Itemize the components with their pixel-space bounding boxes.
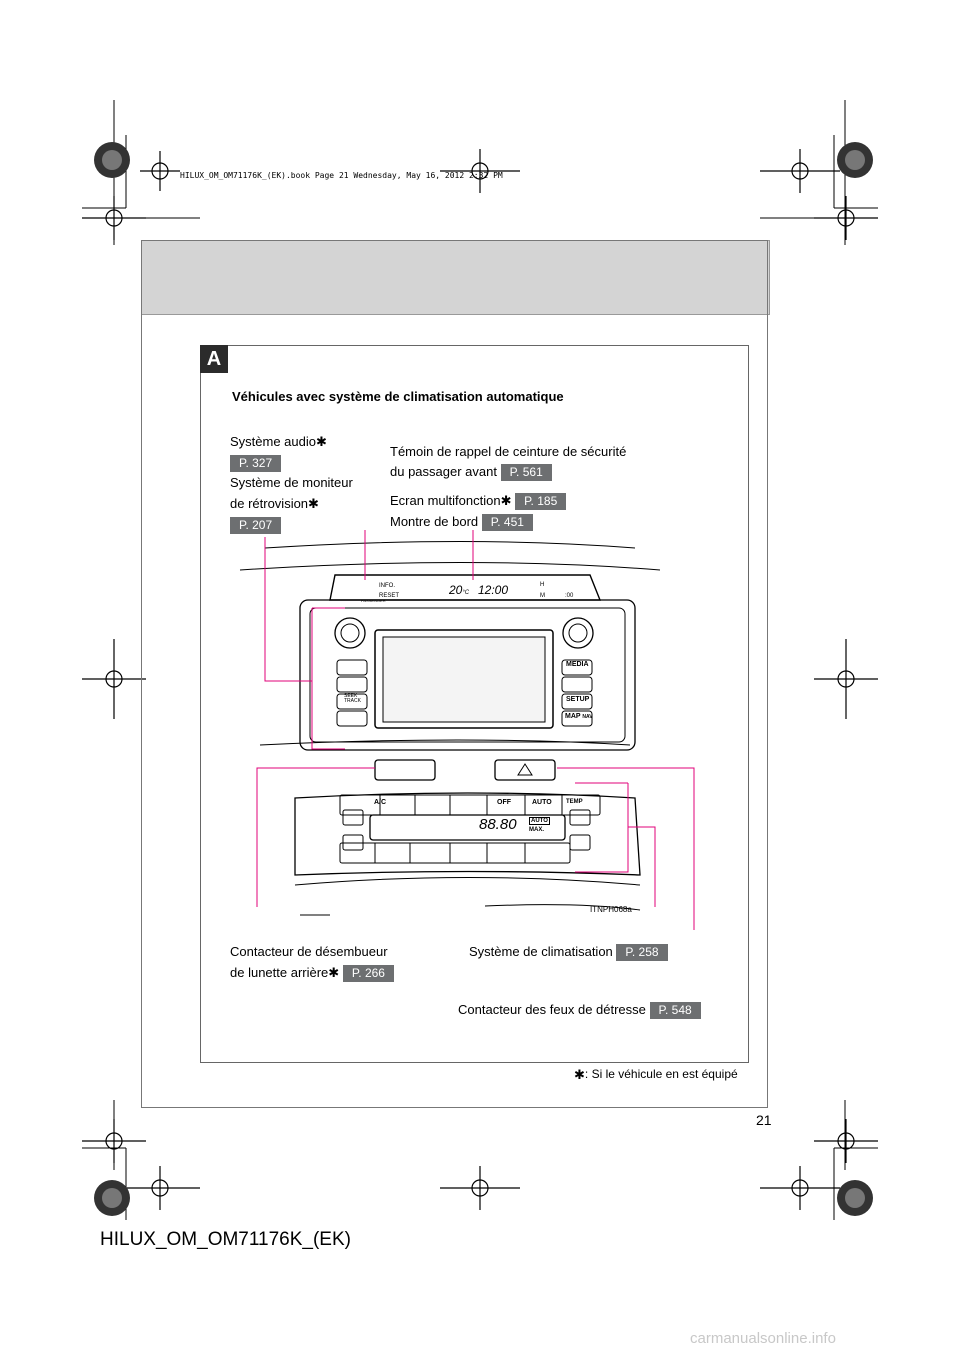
temp-display: 20°C <box>449 583 470 597</box>
section-box <box>200 345 749 1063</box>
section-heading: Véhicules avec système de climatisation … <box>232 389 564 404</box>
climate-display: 88.80 <box>479 816 517 833</box>
asterisk-icon: ✱ <box>500 493 512 508</box>
dashboard-illustration <box>239 530 695 930</box>
map-button[interactable]: MAP NAV <box>565 713 593 720</box>
callout-climate: Système de climatisation P. 258 <box>469 944 668 961</box>
callout-seatbelt: du passager avant P. 561 <box>390 464 552 481</box>
clock-display: 12:00 <box>478 583 509 597</box>
callout-hazard: Contacteur des feux de détresse P. 548 <box>458 1002 701 1019</box>
hazard-ref[interactable]: P. 548 <box>649 1002 701 1019</box>
asterisk-icon: ✱ <box>328 965 340 980</box>
section-letter: A <box>200 345 228 373</box>
climate-ref[interactable]: P. 258 <box>616 944 668 961</box>
ac-button[interactable]: A/C <box>374 799 387 806</box>
multi-display-ref[interactable]: P. 185 <box>515 493 567 510</box>
callout-defogger: de lunette arrière✱ P. 266 <box>230 965 394 982</box>
auto-button[interactable]: AUTO <box>532 799 552 806</box>
h-label: H <box>540 582 545 588</box>
reset-label: RESET <box>379 593 400 599</box>
hazard-label: Contacteur des feux de détresse <box>458 1002 646 1017</box>
callout-audio: Système audio✱ <box>230 434 327 450</box>
asterisk-icon: ✱ <box>308 496 319 511</box>
rearview-ref[interactable]: P. 207 <box>230 516 282 534</box>
rearview-label-1: Système de moniteur <box>230 475 353 490</box>
audio-label: Système audio <box>230 434 316 449</box>
defogger-label-1: Contacteur de désembueur <box>230 944 388 959</box>
defogger-label-2: de lunette arrière <box>230 965 329 980</box>
climate-label: Système de climatisation <box>469 944 613 959</box>
odo-label: :00 <box>565 593 574 599</box>
page-frame <box>141 240 768 1108</box>
auto-indicator: AUTO <box>529 817 550 825</box>
max-indicator: MAX. <box>529 827 544 833</box>
clock-ref[interactable]: P. 451 <box>481 514 533 531</box>
callout-clock: Montre de bord P. 451 <box>390 514 533 531</box>
multi-display-label: Ecran multifonction <box>390 493 501 508</box>
media-button[interactable]: MEDIA <box>566 661 589 668</box>
setup-button[interactable]: SETUP <box>566 696 590 703</box>
page-number: 21 <box>756 1112 772 1128</box>
passenger-label: PASSENGER <box>361 598 386 603</box>
m-label: M <box>540 593 545 599</box>
defogger-ref[interactable]: P. 266 <box>342 965 394 982</box>
seek-track-button[interactable]: SEEK TRACK <box>344 693 361 704</box>
rearview-label-2: de rétrovision <box>230 496 309 511</box>
seatbelt-label-1: Témoin de rappel de ceinture de sécurité <box>390 444 627 459</box>
audio-ref[interactable]: P. 327 <box>230 454 282 472</box>
callout-multi-display: Ecran multifonction✱ P. 185 <box>390 493 567 510</box>
asterisk-icon: ✱ <box>574 1067 585 1082</box>
clock-label: Montre de bord <box>390 514 479 529</box>
header-band <box>141 240 770 315</box>
illustration-code: ITNPH068a <box>590 905 632 914</box>
seatbelt-label-2: du passager avant <box>390 464 497 479</box>
temp-button[interactable]: TEMP <box>566 799 583 805</box>
fan-off-button[interactable]: OFF <box>497 799 511 806</box>
file-stamp: HILUX_OM_OM71176K_(EK).book Page 21 Wedn… <box>180 171 503 180</box>
footer-id: HILUX_OM_OM71176K_(EK) <box>100 1229 351 1250</box>
seatbelt-ref[interactable]: P. 561 <box>500 464 552 481</box>
footnote: ✱: Si le véhicule en est équipé <box>574 1067 738 1082</box>
watermark: carmanualsonline.info <box>690 1330 836 1347</box>
callout-rearview: de rétrovision✱ <box>230 496 319 512</box>
info-label: INFO. <box>379 583 395 589</box>
asterisk-icon: ✱ <box>316 434 327 449</box>
